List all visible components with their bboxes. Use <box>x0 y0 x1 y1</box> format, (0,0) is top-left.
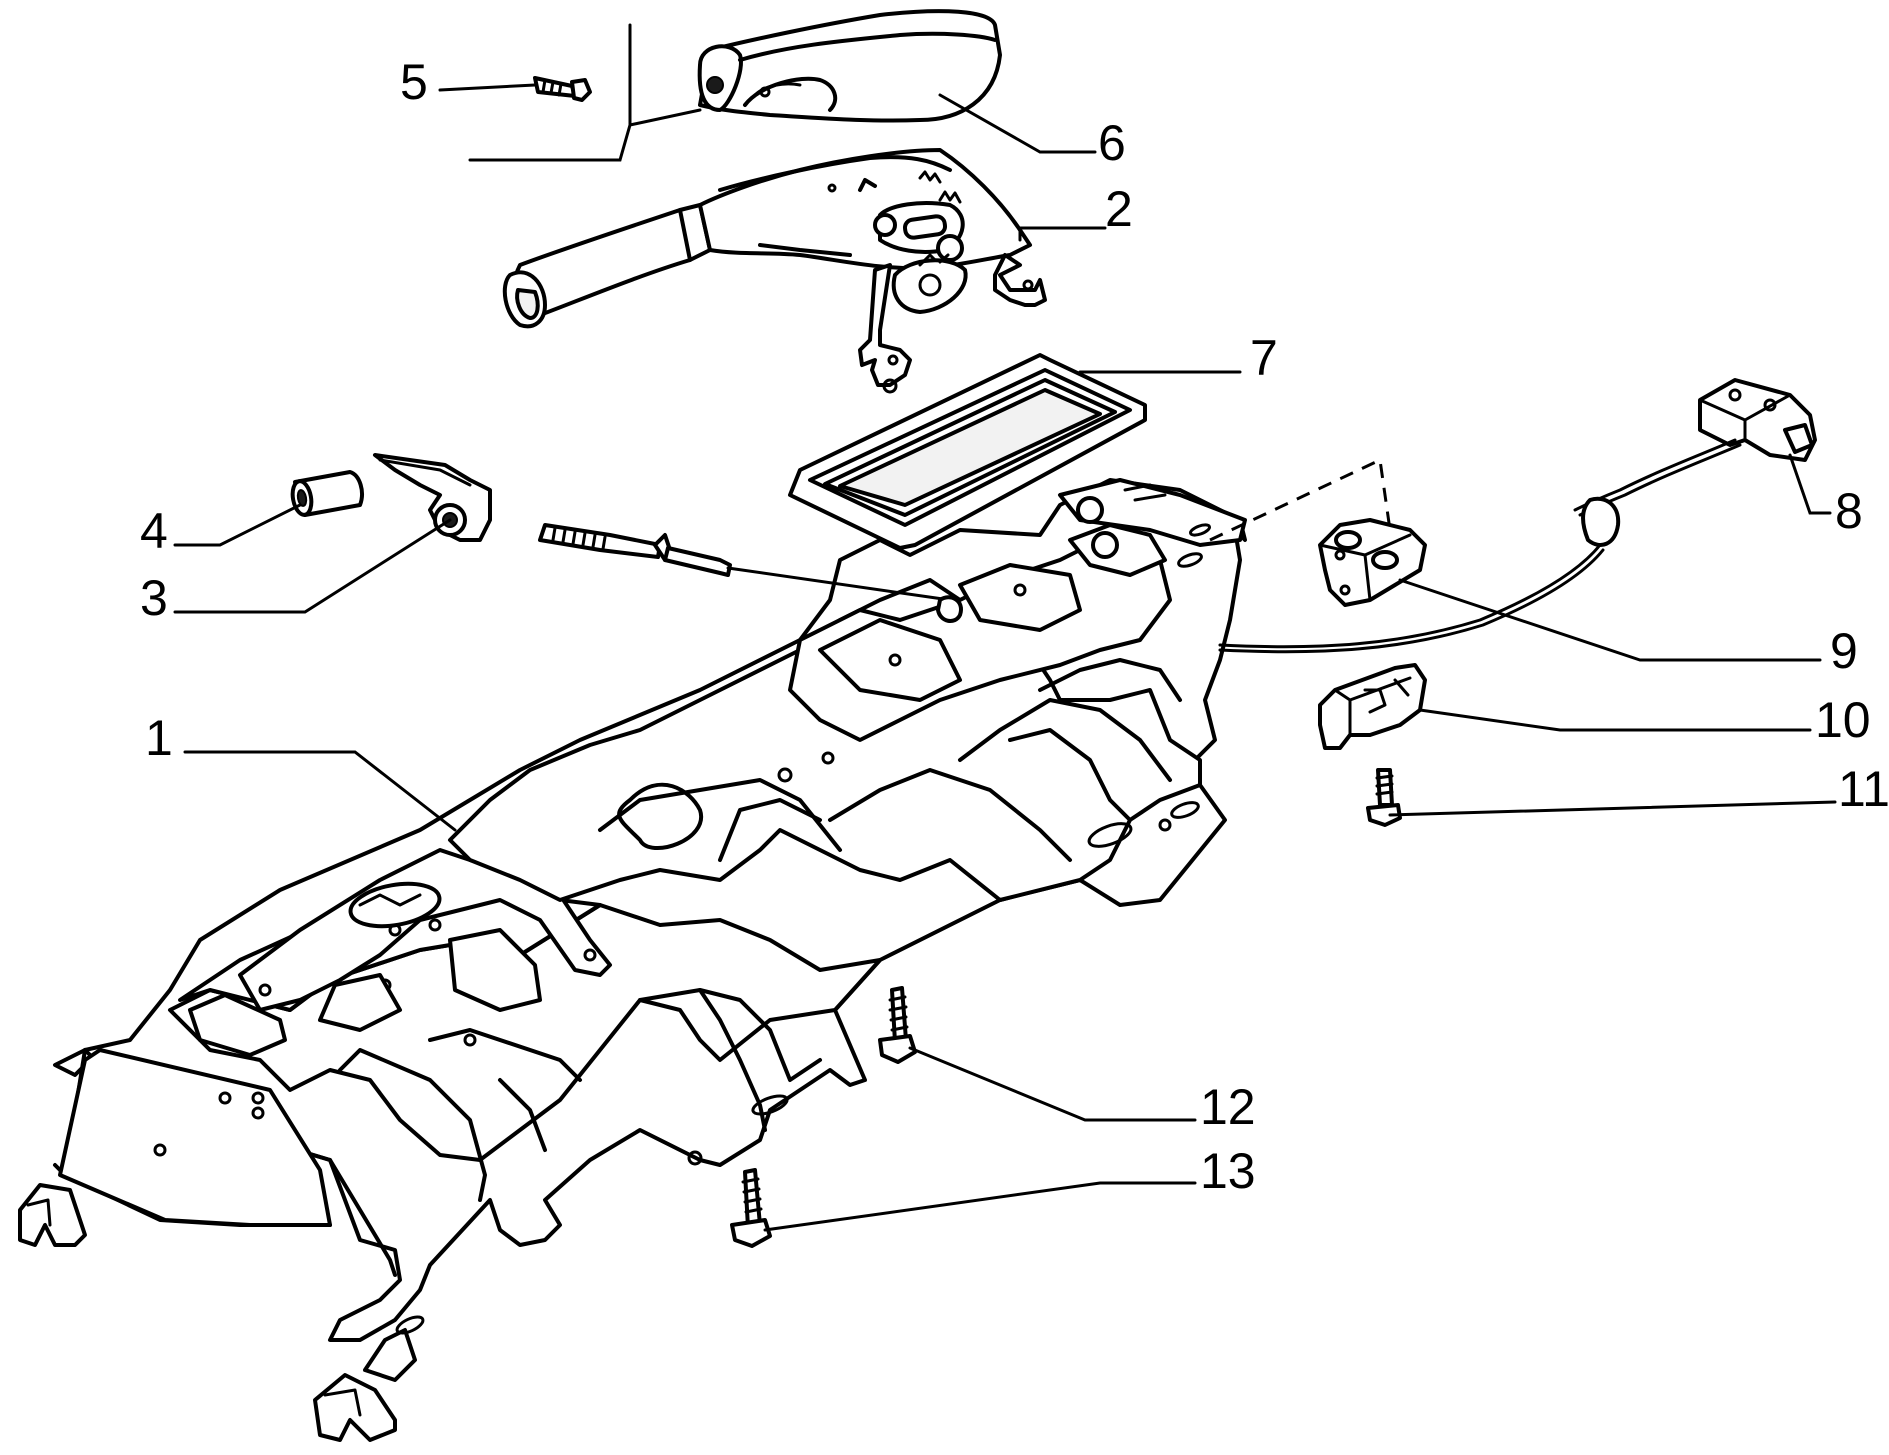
callout-2: 2 <box>1105 181 1133 237</box>
part-9-bracket <box>1318 518 1427 607</box>
part-11-screw <box>1366 768 1402 827</box>
leader-6 <box>938 93 1097 154</box>
leader-1 <box>183 750 457 832</box>
callout-12: 12 <box>1200 1079 1256 1135</box>
leader-9 <box>1398 578 1822 662</box>
part-5-screw <box>533 76 592 102</box>
part-1-tunnel-bracket <box>18 478 1247 1442</box>
callout-6: 6 <box>1098 115 1126 171</box>
part-8-cable-end <box>1218 378 1817 654</box>
leader-4 <box>173 503 302 547</box>
leader-12 <box>908 1046 1197 1122</box>
brake-cable <box>538 523 963 623</box>
leader-6-frame <box>628 23 702 127</box>
leader-5 <box>438 83 537 92</box>
leader-6-frame-base <box>468 123 632 162</box>
part-4-sleeve <box>290 470 364 517</box>
callout-8: 8 <box>1835 483 1863 539</box>
leader-13 <box>763 1181 1197 1232</box>
callout-5: 5 <box>400 54 428 110</box>
leader-8 <box>1788 453 1832 515</box>
leader-3 <box>173 518 452 614</box>
callout-9: 9 <box>1830 623 1858 679</box>
part-7-gaiter <box>788 353 1147 550</box>
part-3-clip <box>373 453 492 542</box>
callout-numbers: 1 2 3 4 5 6 7 8 9 10 11 12 13 <box>140 54 1889 1199</box>
callout-1: 1 <box>145 710 173 766</box>
callout-7: 7 <box>1250 330 1278 386</box>
leader-11 <box>1388 800 1837 817</box>
leader-lines <box>173 23 1837 1232</box>
leader-10 <box>1418 708 1812 732</box>
callout-4: 4 <box>140 503 168 559</box>
part-10-clamp <box>1318 663 1427 750</box>
callout-13: 13 <box>1200 1143 1256 1199</box>
leader-2 <box>1018 226 1107 242</box>
part-13-screw <box>730 1168 772 1248</box>
callout-10: 10 <box>1815 692 1871 748</box>
part-2-handbrake-lever <box>502 148 1047 394</box>
part-12-screw <box>878 986 917 1064</box>
part-6-lever-cover <box>697 9 1002 123</box>
callout-3: 3 <box>140 570 168 626</box>
callout-11: 11 <box>1838 761 1889 817</box>
